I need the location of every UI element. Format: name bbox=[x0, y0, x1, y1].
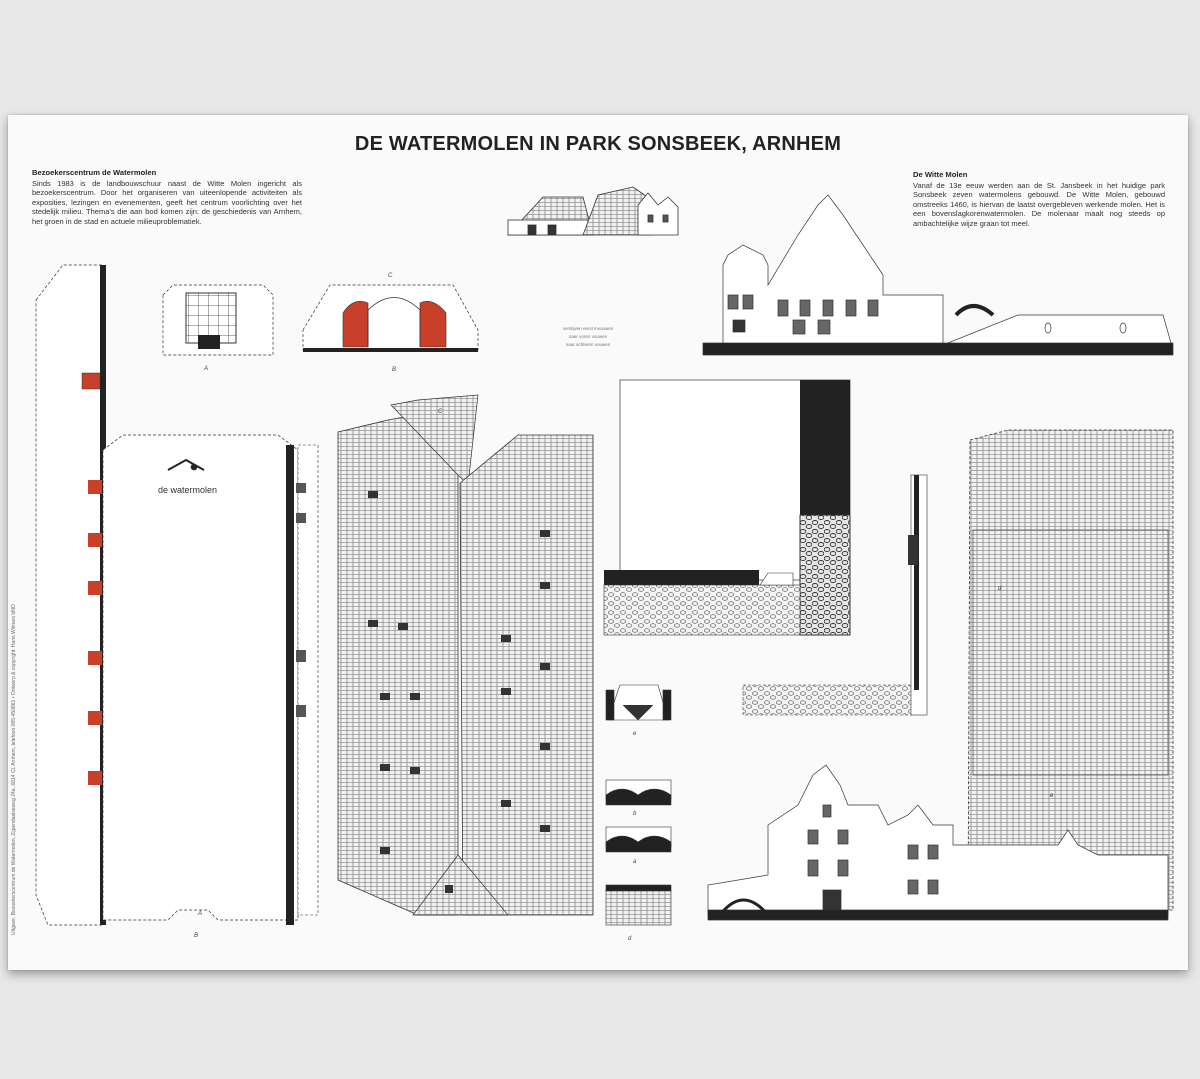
intro-witte-molen-heading: De Witte Molen bbox=[913, 170, 968, 179]
legend-item: naar voren vouwen bbox=[568, 334, 608, 339]
roof-panel-left bbox=[337, 394, 479, 916]
legend-item: naar achteren vouwen bbox=[565, 342, 611, 347]
part-label-e-small: e bbox=[633, 731, 637, 737]
part-label-c: C bbox=[388, 273, 393, 279]
main-wall-panel bbox=[102, 434, 299, 921]
fold-legend: verstijven eerst invouwen naar voren vou… bbox=[548, 325, 628, 349]
paper-sheet: DE WATERMOLEN IN PARK SONSBEEK, ARNHEM B… bbox=[8, 115, 1188, 970]
part-label-c-roof: C bbox=[438, 409, 443, 415]
facade-top bbox=[702, 194, 1174, 356]
legend-item: verstijven eerst invouwen bbox=[562, 326, 614, 331]
narrow-wall-strip bbox=[286, 444, 319, 925]
logo-text: de watermolen bbox=[158, 485, 217, 495]
part-a-window bbox=[162, 284, 274, 356]
roof-panel-right bbox=[412, 434, 594, 916]
sheet-title: DE WATERMOLEN IN PARK SONSBEEK, ARNHEM bbox=[354, 133, 842, 155]
base-plate bbox=[603, 379, 851, 636]
part-label-a-window: A bbox=[203, 366, 208, 372]
part-label-b: B bbox=[194, 933, 198, 939]
part-label-d: d bbox=[998, 586, 1002, 592]
part-label-f: f bbox=[696, 565, 699, 571]
roof-panel-large bbox=[967, 429, 1174, 911]
facade-bottom bbox=[707, 764, 1169, 921]
small-parts-column bbox=[605, 684, 672, 926]
intro-watermolen-heading: Bezoekerscentrum de Watermolen bbox=[32, 168, 157, 177]
intro-witte-molen-body: Vanaf de 13e eeuw werden aan de St. Jans… bbox=[913, 180, 1165, 228]
part-b-doors bbox=[302, 284, 479, 352]
intro-witte-molen: De Witte Molen Vanaf de 13e eeuw werden … bbox=[913, 170, 1165, 229]
part-label-a-small: a bbox=[633, 859, 637, 865]
part-label-d-small: d bbox=[628, 936, 632, 942]
part-label-a: A bbox=[197, 911, 202, 917]
cobble-strip bbox=[742, 474, 928, 716]
house-illustration bbox=[507, 186, 679, 236]
part-label-e: e bbox=[1050, 793, 1054, 799]
intro-watermolen: Bezoekerscentrum de Watermolen Sinds 198… bbox=[32, 168, 302, 227]
intro-watermolen-body: Sinds 1983 is de landbouwschuur naast de… bbox=[32, 178, 302, 226]
left-wall-strip bbox=[35, 264, 106, 926]
part-label-b-doors: B bbox=[392, 367, 396, 373]
cutout-artwork: de watermolen A B A C B bbox=[35, 186, 1174, 942]
part-label-b-small: b bbox=[633, 811, 637, 817]
